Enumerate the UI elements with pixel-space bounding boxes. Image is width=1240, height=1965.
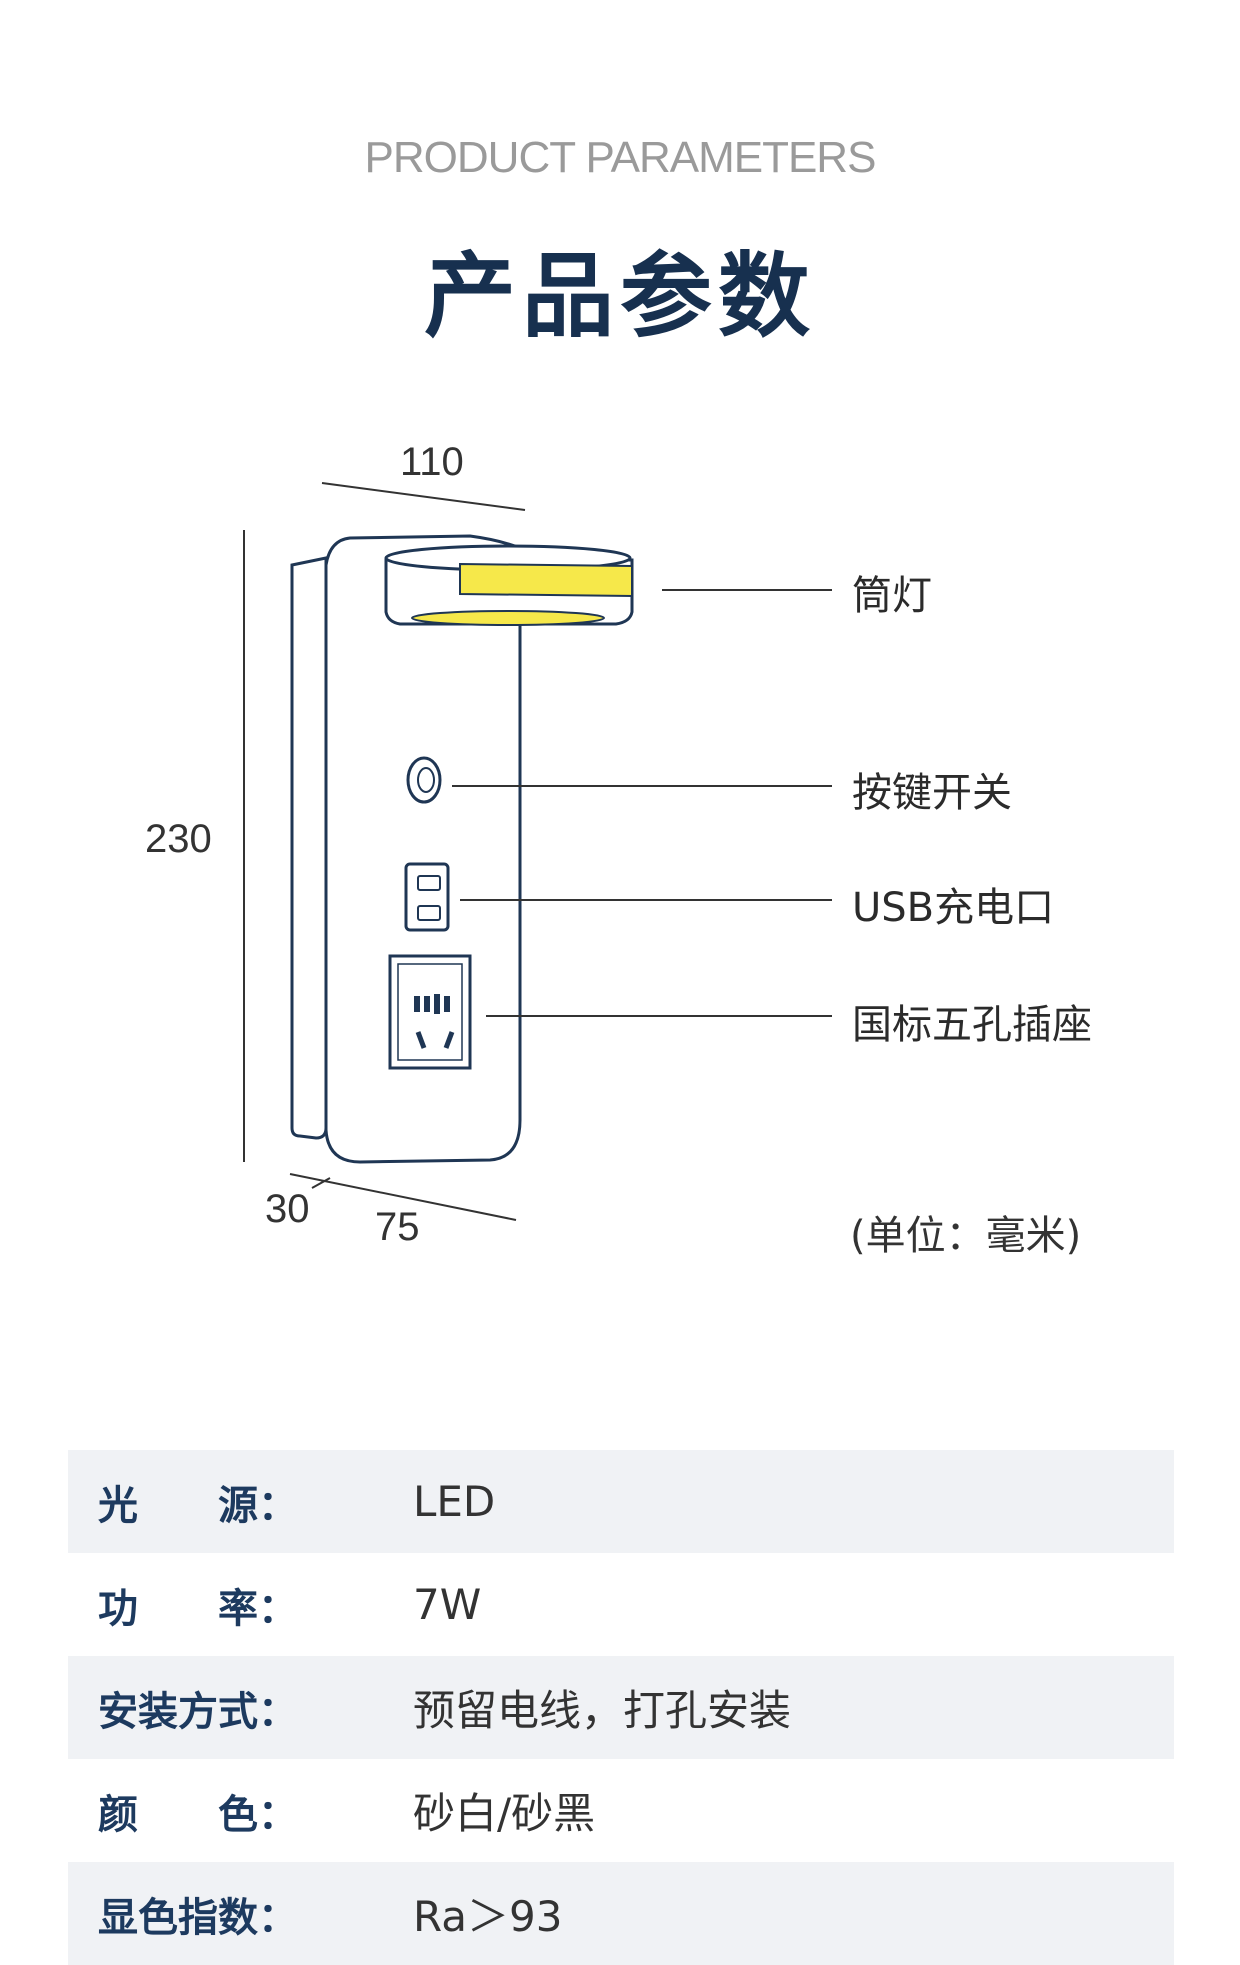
dim-line-depth [289, 1173, 517, 1221]
spec-label: 功 率： [98, 1585, 298, 1632]
dim-depth-back-label: 30 [265, 1187, 310, 1231]
switch-inner [417, 767, 435, 793]
spec-value: 预留电线，打孔安装 [413, 1686, 792, 1735]
spec-value: Ra＞93 [413, 1892, 563, 1941]
dim-depth-total-label: 75 [375, 1205, 420, 1249]
unit-note: (单位：毫米) [850, 1213, 1082, 1259]
socket-hole-5 [415, 1031, 427, 1049]
spec-value: LED [413, 1477, 496, 1526]
spec-label: 安装方式： [98, 1688, 298, 1735]
spec-label: 颜 色： [98, 1791, 298, 1838]
usb-port-b [417, 905, 441, 921]
socket-hole-1 [414, 996, 420, 1012]
spec-label: 显色指数： [98, 1894, 298, 1941]
spec-label: 光 源： [98, 1482, 298, 1529]
socket-hole-3 [434, 994, 440, 1014]
back-plate [290, 556, 328, 1140]
socket-hole-4 [444, 996, 450, 1012]
section-subtitle: PRODUCT PARAMETERS [364, 133, 877, 182]
socket-hole-6 [443, 1031, 455, 1049]
lamp-light-lens [411, 610, 605, 626]
callout-socket: 国标五孔插座 [852, 1002, 1092, 1048]
spec-row-color: 颜 色： 砂白/砂黑 [68, 1759, 1174, 1862]
spec-row-cri: 显色指数： Ra＞93 [68, 1862, 1174, 1965]
callout-switch: 按键开关 [852, 770, 1012, 816]
spec-row-installation: 安装方式： 预留电线，打孔安装 [68, 1656, 1174, 1759]
spec-value: 7W [413, 1580, 482, 1629]
callout-downlight: 筒灯 [852, 573, 932, 619]
spec-row-power: 功 率： 7W [68, 1553, 1174, 1656]
callout-usb: USB充电口 [852, 885, 1055, 931]
spec-row-light-source: 光 源： LED [68, 1450, 1174, 1553]
socket-hole-2 [424, 996, 430, 1012]
lamp-yellow-band [459, 562, 633, 598]
spec-value: 砂白/砂黑 [413, 1789, 596, 1838]
product-diagram [243, 482, 832, 1221]
dim-width-label: 110 [400, 440, 464, 484]
usb-port-a [417, 875, 441, 891]
dim-line-width [321, 482, 526, 511]
dim-height-label: 230 [145, 817, 212, 861]
spec-table: 光 源： LED 功 率： 7W 安装方式： 预留电线，打孔安装 颜 色： 砂白… [68, 1450, 1174, 1965]
page-title: 产品参数 [423, 243, 816, 350]
dim-tick-depth [311, 1177, 331, 1189]
